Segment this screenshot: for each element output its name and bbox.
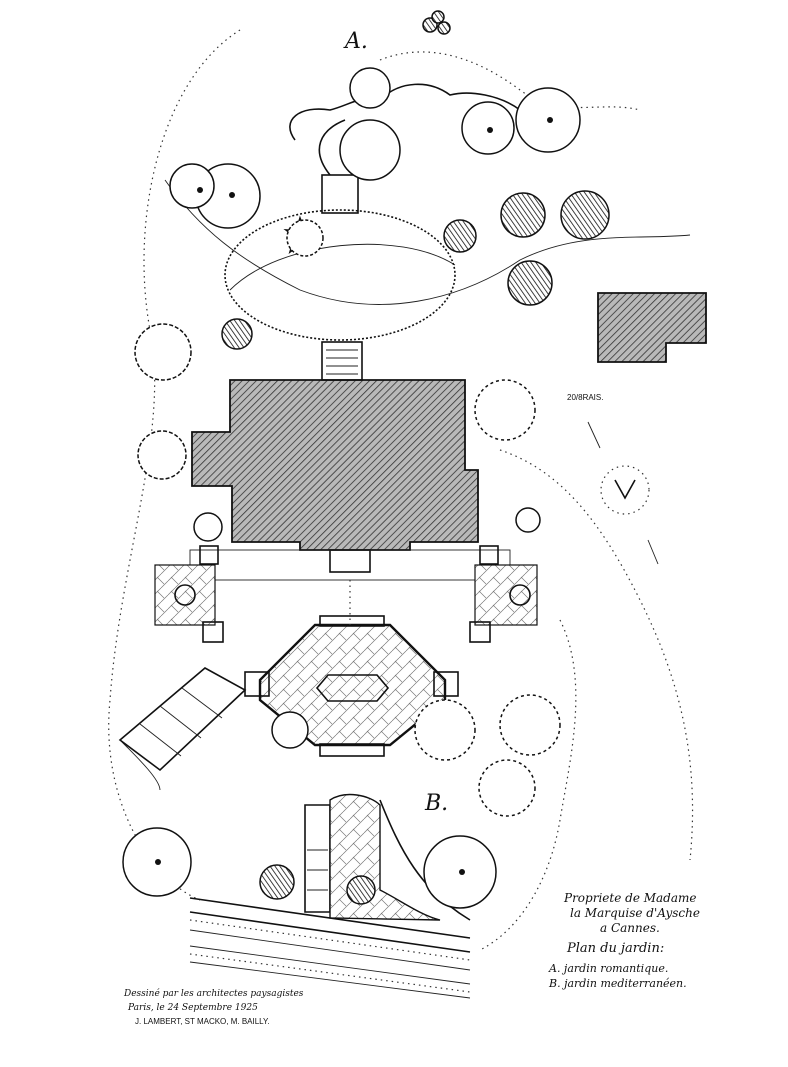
house-trees bbox=[134, 323, 541, 542]
signature-line-2: Paris, le 24 Septembre 1925 bbox=[127, 1003, 258, 1013]
mediterranean-trees bbox=[122, 694, 561, 909]
mediterranean-garden bbox=[189, 793, 471, 999]
property-paths bbox=[108, 29, 694, 951]
title-block: Propriete de Madame la Marquise d'Aysche… bbox=[548, 891, 700, 990]
romantic-garden-trees bbox=[169, 10, 610, 350]
terrace bbox=[154, 545, 538, 626]
title-line-2: la Marquise d'Aysche bbox=[570, 906, 700, 920]
title-line-1: Propriete de Madame bbox=[563, 891, 697, 905]
octagonal-parterre bbox=[202, 580, 491, 757]
legend-a: A. jardin romantique. bbox=[548, 962, 668, 975]
romantic-garden-oval bbox=[224, 83, 521, 341]
signature-block: Dessiné par les architectes paysagistes … bbox=[123, 988, 304, 1026]
legend-b: B. jardin mediterranéen. bbox=[548, 977, 687, 990]
compass-rose bbox=[587, 421, 659, 565]
plan-title: Plan du jardin: bbox=[566, 941, 664, 956]
pergola bbox=[118, 667, 247, 772]
section-b-mark: B. bbox=[424, 791, 448, 816]
outbuilding bbox=[597, 292, 707, 363]
scale-label: 20/8RAIS. bbox=[567, 393, 603, 402]
signature-line-1: Dessiné par les architectes paysagistes bbox=[123, 988, 304, 999]
title-line-3: a Cannes. bbox=[600, 921, 660, 935]
signature-line-3: J. LAMBERT, ST MACKO, M. BAILLY. bbox=[135, 1017, 270, 1026]
section-a-mark: A. bbox=[343, 29, 368, 54]
main-house bbox=[191, 341, 479, 573]
